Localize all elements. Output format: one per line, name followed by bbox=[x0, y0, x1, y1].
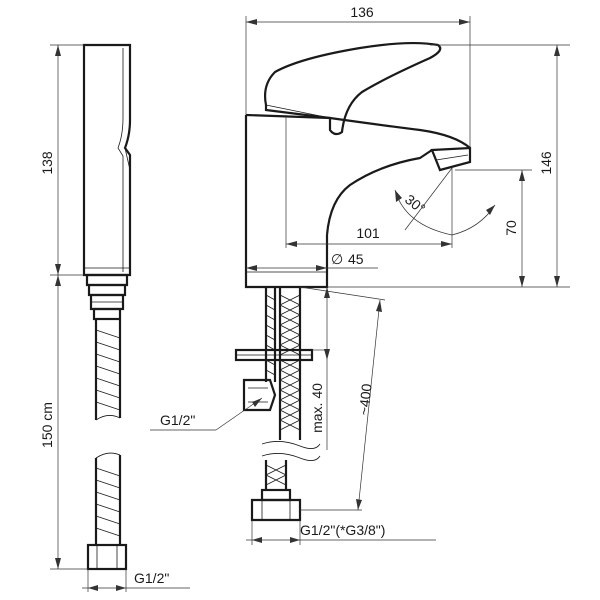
dimension-supply-hose-length: ~400 bbox=[299, 286, 386, 511]
body-diameter-label: 45 bbox=[348, 251, 364, 267]
dimension-overall-height: 146 bbox=[327, 44, 570, 288]
shower-head-length-label: 138 bbox=[39, 151, 55, 175]
spout-height-label: 70 bbox=[503, 220, 519, 236]
bottom-thread-label: G1/2"(*G3/8") bbox=[300, 522, 385, 538]
dimension-spout-reach: 101 bbox=[285, 115, 453, 248]
spray-angle-indicator: 30° bbox=[394, 167, 496, 240]
dimension-hose-length: 150 cm bbox=[39, 275, 88, 570]
supply-hose-length-label: ~400 bbox=[355, 383, 374, 416]
supply-hose bbox=[250, 287, 321, 522]
shower-hose-upper bbox=[94, 320, 122, 421]
dimension-body-diameter: ∅ 45 bbox=[246, 251, 378, 271]
dimension-bottom-thread: G1/2"(*G3/8") bbox=[246, 520, 436, 545]
hose-thread-label: G1/2" bbox=[134, 570, 169, 586]
spout-reach-label: 101 bbox=[356, 225, 380, 241]
faucet-body bbox=[244, 42, 472, 289]
dimension-shank-thread: G1/2" bbox=[150, 397, 263, 431]
dimension-shower-head-length: 138 bbox=[39, 44, 84, 276]
shank-thread-label: G1/2" bbox=[160, 412, 195, 428]
hose-length-label: 150 cm bbox=[39, 402, 55, 448]
hand-shower-head bbox=[82, 43, 132, 321]
overall-width-label: 136 bbox=[350, 4, 374, 20]
shower-hose-lower bbox=[86, 452, 128, 571]
dimension-hose-thread: G1/2" bbox=[82, 569, 190, 592]
max-thickness-label: max. 40 bbox=[309, 383, 325, 433]
angle-label: 30° bbox=[402, 191, 429, 217]
dimension-overall-width: 136 bbox=[245, 4, 471, 148]
overall-height-label: 146 bbox=[538, 151, 554, 175]
dimension-spout-height: 70 bbox=[455, 169, 532, 287]
diameter-symbol: ∅ bbox=[331, 251, 343, 267]
dimension-max-thickness: max. 40 bbox=[309, 287, 330, 450]
